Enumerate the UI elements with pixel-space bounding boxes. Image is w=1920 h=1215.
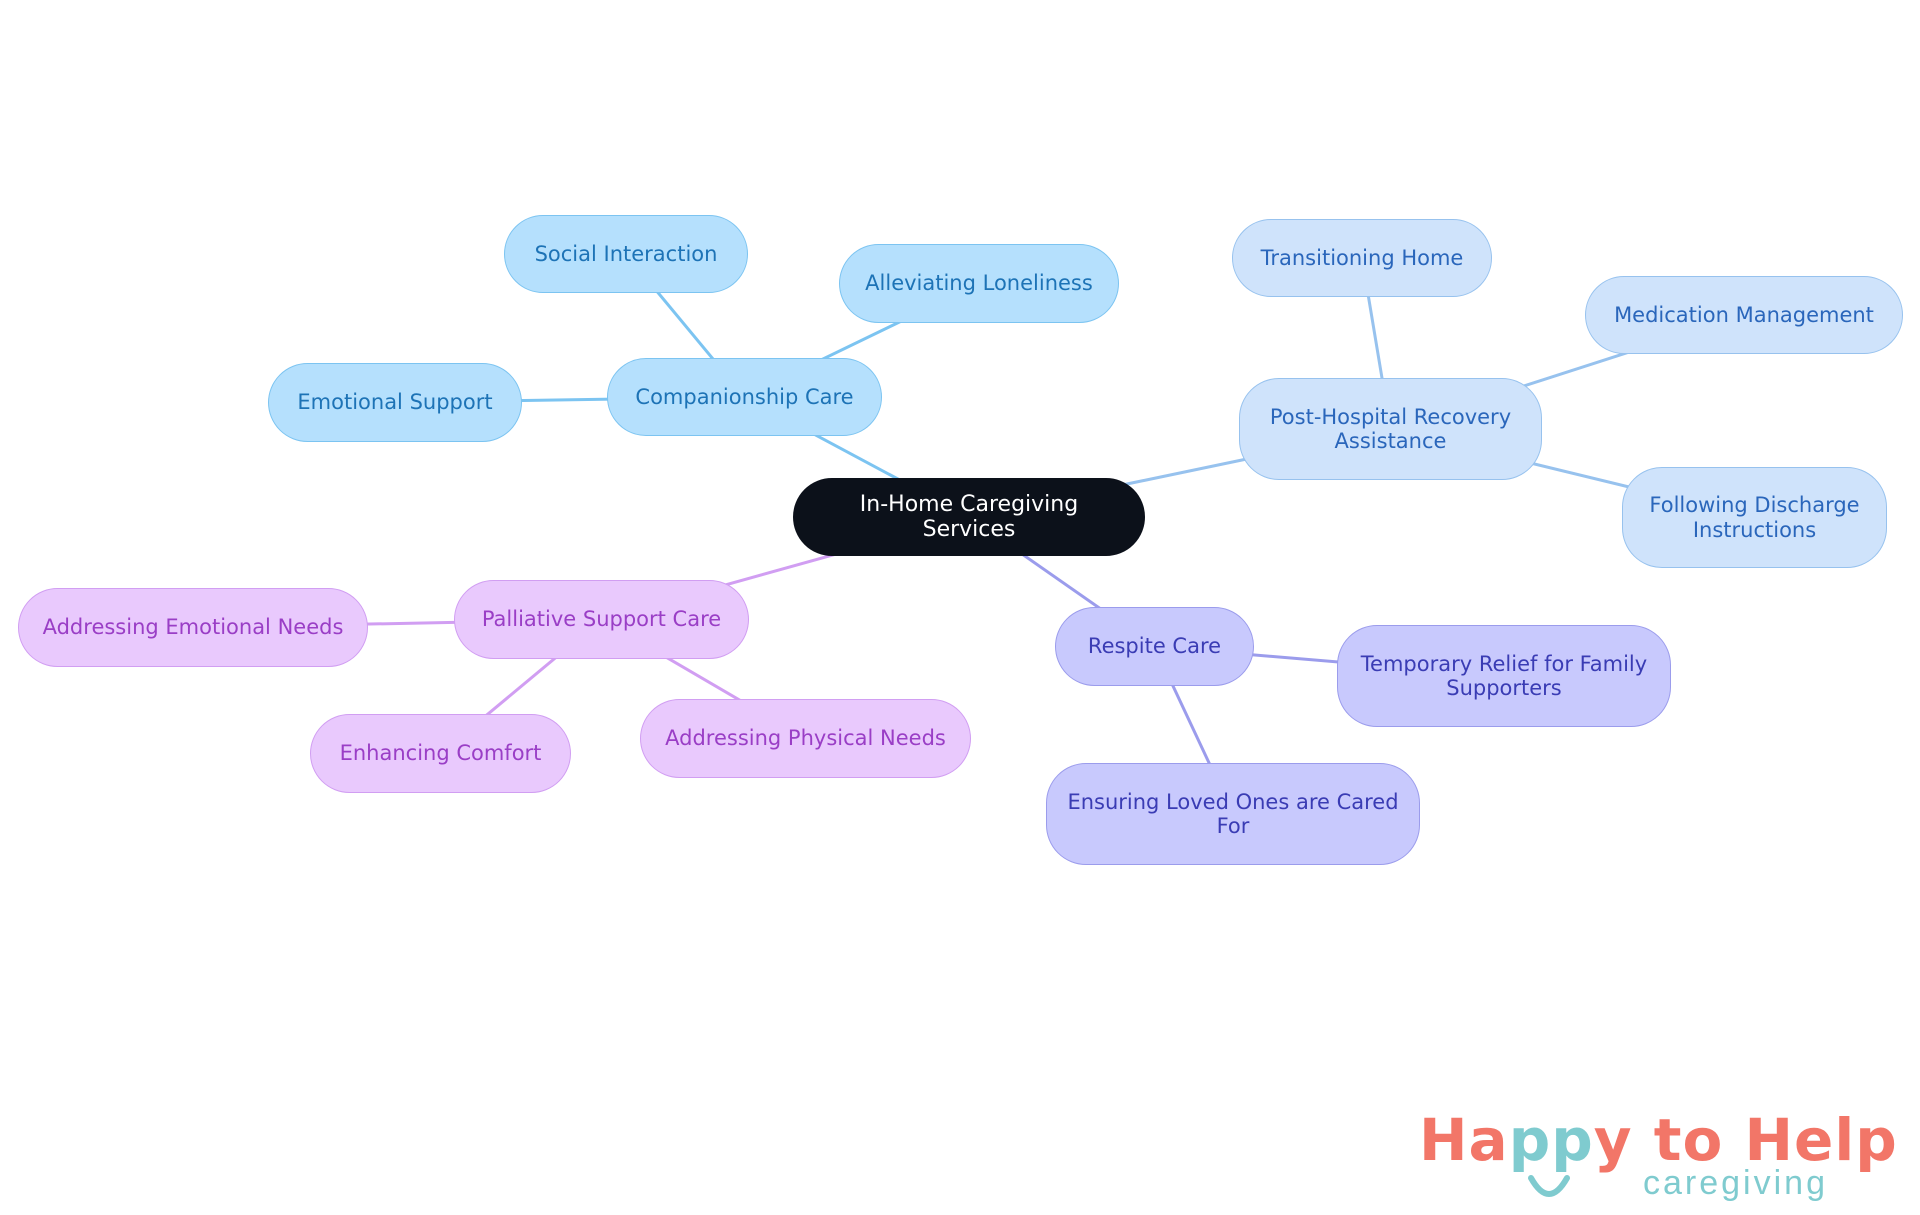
- smile-icon: [1528, 1175, 1570, 1197]
- leaf-following-discharge-instructions: Following Discharge Instructions: [1622, 467, 1887, 568]
- branch-companionship-care: Companionship Care: [607, 358, 882, 436]
- leaf-addressing-physical-needs: Addressing Physical Needs: [640, 699, 971, 778]
- branch-label: Post-Hospital Recovery Assistance: [1269, 404, 1512, 453]
- leaf-ensuring-loved-ones: Ensuring Loved Ones are Cared For: [1046, 763, 1420, 865]
- leaf-alleviating-loneliness: Alleviating Loneliness: [839, 244, 1119, 323]
- leaf-label: Medication Management: [1614, 302, 1874, 327]
- branch-label: Palliative Support Care: [481, 607, 722, 632]
- leaf-label: Temporary Relief for Family Supporters: [1360, 651, 1648, 700]
- logo-wordmark: Happy to Help: [1419, 1106, 1898, 1174]
- branch-post-hospital-recovery: Post-Hospital Recovery Assistance: [1239, 378, 1542, 480]
- leaf-label: Addressing Emotional Needs: [42, 615, 344, 640]
- branch-label: Respite Care: [1087, 634, 1222, 659]
- leaf-addressing-emotional-needs: Addressing Emotional Needs: [18, 588, 368, 667]
- leaf-label: Emotional Support: [297, 390, 493, 415]
- branch-respite-care: Respite Care: [1055, 607, 1254, 686]
- leaf-emotional-support: Emotional Support: [268, 363, 522, 442]
- logo-tagline: caregiving: [1643, 1164, 1828, 1202]
- leaf-temporary-relief: Temporary Relief for Family Supporters: [1337, 625, 1671, 727]
- leaf-label: Enhancing Comfort: [339, 741, 542, 766]
- leaf-label: Ensuring Loved Ones are Cared For: [1067, 789, 1399, 838]
- branch-palliative-support-care: Palliative Support Care: [454, 580, 749, 659]
- leaf-label: Addressing Physical Needs: [665, 726, 946, 751]
- branch-label: Companionship Care: [635, 384, 854, 409]
- leaf-label: Transitioning Home: [1260, 245, 1464, 270]
- leaf-social-interaction: Social Interaction: [504, 215, 748, 293]
- leaf-enhancing-comfort: Enhancing Comfort: [310, 714, 571, 793]
- leaf-label: Social Interaction: [534, 241, 718, 266]
- root-node: In-Home Caregiving Services: [793, 478, 1145, 556]
- leaf-transitioning-home: Transitioning Home: [1232, 219, 1492, 297]
- leaf-medication-management: Medication Management: [1585, 276, 1903, 354]
- root-label: In-Home Caregiving Services: [859, 491, 1079, 542]
- leaf-label: Alleviating Loneliness: [865, 271, 1093, 296]
- happy-to-help-logo: Happy to Help caregiving: [1415, 1100, 1898, 1210]
- leaf-label: Following Discharge Instructions: [1649, 493, 1860, 542]
